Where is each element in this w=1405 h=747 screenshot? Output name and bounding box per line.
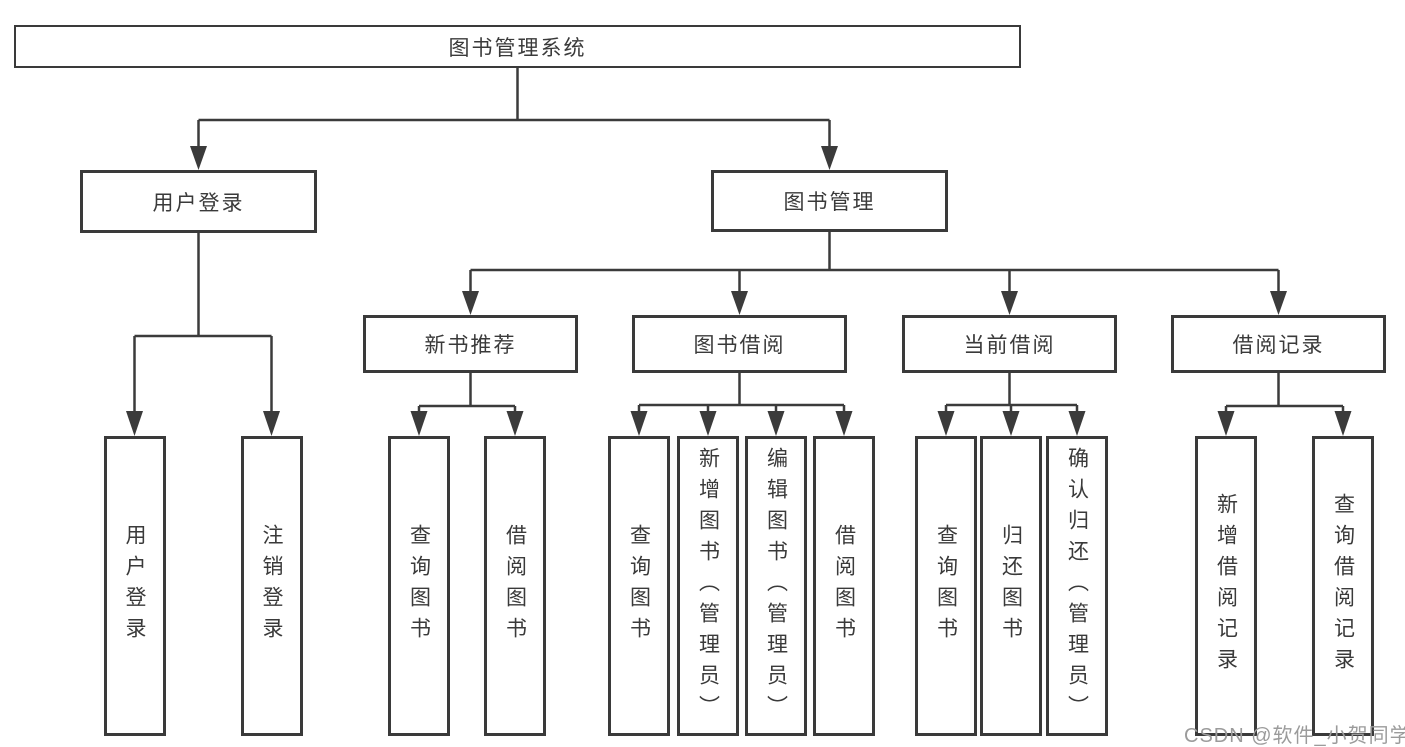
node-current-borrow: 当前借阅 (902, 315, 1117, 373)
leaf-edit-book-admin: 编辑图书（管理员） (745, 436, 807, 736)
node-library-management-system: 图书管理系统 (14, 25, 1021, 68)
node-book-management: 图书管理 (711, 170, 948, 232)
leaf-logout: 注销登录 (240, 436, 303, 736)
leaf-return-books: 归还图书 (980, 436, 1042, 736)
watermark-text: CSDN @软件_小贺同学 (1184, 725, 1405, 747)
connector-root-split (190, 68, 838, 170)
leaf-user-login: 用户登录 (103, 436, 166, 736)
leaf-query-books-recommend: 查询图书 (388, 436, 450, 736)
connector-user-login-split (126, 233, 280, 436)
connector-borrow-records-split (1217, 373, 1352, 436)
node-user-login: 用户登录 (80, 170, 317, 233)
connector-current-borrow-split (937, 373, 1086, 436)
leaf-confirm-return-admin: 确认归还（管理员） (1046, 436, 1108, 736)
leaf-query-books-borrow: 查询图书 (608, 436, 670, 736)
leaf-add-borrow-record: 新增借阅记录 (1195, 436, 1257, 736)
node-book-borrow: 图书借阅 (632, 315, 847, 373)
leaf-borrow-books: 借阅图书 (813, 436, 875, 736)
leaf-add-book-admin: 新增图书（管理员） (677, 436, 739, 736)
connector-new-book-recommend-split (410, 373, 524, 436)
connector-book-borrow-split (630, 373, 853, 436)
leaf-borrow-books-recommend: 借阅图书 (484, 436, 546, 736)
connector-book-management-split (462, 232, 1287, 315)
leaf-query-borrow-record: 查询借阅记录 (1312, 436, 1374, 736)
leaf-query-books-current: 查询图书 (915, 436, 977, 736)
node-borrow-records: 借阅记录 (1171, 315, 1386, 373)
node-new-book-recommend: 新书推荐 (363, 315, 578, 373)
